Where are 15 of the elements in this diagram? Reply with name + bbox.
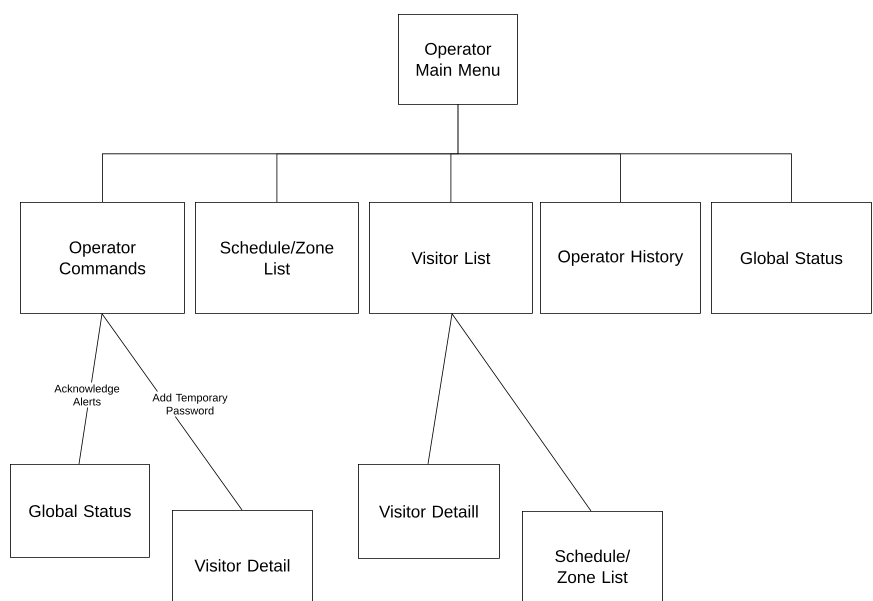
menu-box: Operator Main Menu (398, 14, 518, 105)
menu-box: Schedule/Zone List (195, 202, 359, 314)
menu-box: Visitor Detail (172, 510, 313, 601)
connector-line (458, 104, 792, 202)
menu-box: Operator History (540, 202, 701, 314)
menu-box: Visitor Detaill (358, 464, 500, 559)
edge-label: Acknowledge Alerts (45, 382, 129, 408)
menu-box: Visitor List (369, 202, 533, 314)
edge-label: Add Temporary Password (148, 391, 232, 417)
connector-line (428, 313, 452, 464)
menu-box: Operator Commands (20, 202, 185, 314)
menu-box: Global Status (10, 464, 150, 558)
menu-box: Schedule/ Zone List (522, 511, 663, 601)
connector-line (452, 313, 592, 512)
menu-box: Global Status (711, 202, 872, 314)
